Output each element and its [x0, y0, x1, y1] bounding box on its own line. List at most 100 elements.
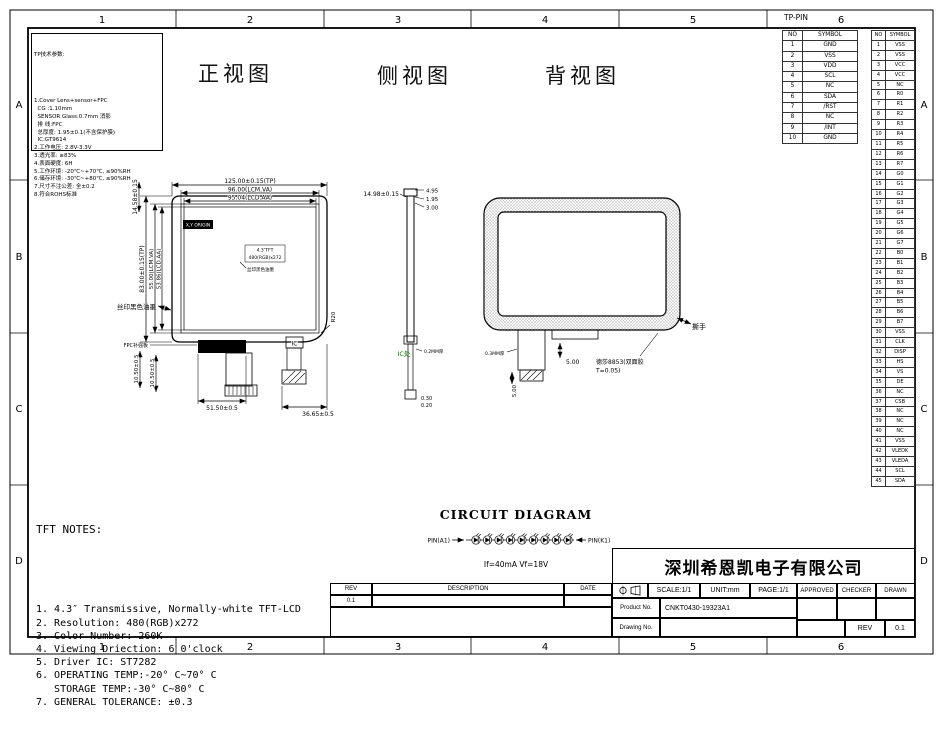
- dim-height-tp: 83.00±0.15(TP): [139, 245, 146, 293]
- lcd-pin-symbol: G2: [885, 188, 915, 200]
- lcd-pin-row: 24 B2: [871, 267, 915, 279]
- lcd-pin-symbol: G7: [885, 238, 915, 249]
- zone-row-label: C: [16, 404, 23, 415]
- back-foam-label: 0.3MM厚: [485, 351, 505, 357]
- tp-pin-row: 6 SDA: [782, 91, 858, 104]
- lcd-pin-row: 16 G2: [871, 188, 915, 200]
- lcd-pin-no: 26: [871, 287, 886, 299]
- lcd-pin-row: 2 VSS: [871, 49, 915, 61]
- lcd-pin-no: 4: [871, 69, 886, 81]
- tp-pin-no: 10: [782, 132, 803, 145]
- back-dim-2: 5.00: [566, 359, 580, 366]
- projection-symbol-icon: [619, 585, 641, 596]
- lcd-pin-row: 22 B0: [871, 247, 915, 259]
- lcd-pin-symbol: R7: [885, 158, 915, 170]
- lcd-pin-symbol: R1: [885, 99, 915, 111]
- tp-pin-row: 8 NC: [782, 112, 858, 124]
- stiffener-label: FPC补强板: [124, 342, 148, 349]
- lcd-pin-row: 28 B6: [871, 307, 915, 319]
- tp-pin-symbol: VSS: [802, 50, 858, 62]
- tp-pin-header-no: NO: [782, 29, 803, 42]
- lcd-pin-symbol: R6: [885, 148, 915, 160]
- unit-cell: UNIT:mm: [700, 583, 750, 598]
- lcd-pin-symbol: SCL: [885, 465, 915, 477]
- tp-notes-box: TP技术参数: 1.Cover Lens+sensor+FPC CG :1.10…: [31, 33, 163, 198]
- lcd-pin-no: 44: [871, 465, 886, 477]
- side-view: 4.95 1.95 3.00 14.98±0.15 IC处 0.2MM厚 0.3…: [363, 188, 445, 410]
- lcd-pin-row: 23 B1: [871, 257, 915, 269]
- lcd-pin-row: 25 B3: [871, 277, 915, 289]
- lcd-pin-symbol: VS: [885, 366, 915, 378]
- lcd-pin-row: 38 NC: [871, 406, 915, 418]
- zone-col-label: 1: [99, 642, 105, 653]
- tp-pin-table: NO SYMBOL 1 GND 2 VSS 3 VDD: [782, 29, 858, 145]
- tft-notes-line: 3. Color Number: 260K: [36, 630, 163, 642]
- lcd-pin-no: 41: [871, 436, 886, 448]
- back-tape-label-2: T=0.05): [595, 368, 620, 375]
- lcd-pin-row: 5 NC: [871, 79, 915, 91]
- drawn-signature-cell: [876, 598, 915, 620]
- lcd-pin-no: 23: [871, 257, 886, 269]
- lcd-pin-no: 20: [871, 228, 886, 240]
- projection-symbol-cell: [612, 583, 648, 598]
- lcd-pin-symbol: G6: [885, 228, 915, 240]
- approved-header: APPROVED: [797, 583, 837, 598]
- lcd-pin-row: 42 VLEDK: [871, 446, 915, 457]
- drawing-no-label: Drawing No.: [612, 618, 660, 637]
- lcd-pin-row: 3 VCC: [871, 59, 915, 71]
- side-tol-2: 0.20: [421, 403, 432, 409]
- lcd-pin-row: 11 R5: [871, 138, 915, 150]
- lcd-pin-symbol: B3: [885, 277, 915, 289]
- lcd-pin-no: 29: [871, 317, 886, 329]
- tp-pin-no: 2: [782, 50, 803, 62]
- lcd-pin-row: 32 DISP: [871, 347, 915, 358]
- side-dim-2: 1.95: [426, 197, 439, 203]
- lcd-pin-no: 27: [871, 297, 886, 309]
- tft-notes-line: 2. Resolution: 480(RGB)x272: [36, 617, 199, 629]
- lcd-pin-header-no: NO: [871, 30, 886, 41]
- lcd-pin-symbol: R5: [885, 138, 915, 150]
- back-view-title: 背视图: [545, 64, 620, 88]
- revtable-description-header: DESCRIPTION: [372, 583, 564, 595]
- tp-pin-row: 3 VDD: [782, 60, 858, 73]
- lcd-pin-row: 10 R4: [871, 129, 915, 140]
- side-foam-label: 0.2MM厚: [424, 349, 444, 355]
- dim-bottom-left-2: 10.50±0.5: [150, 358, 156, 388]
- lcd-pin-row: 13 R7: [871, 158, 915, 170]
- dim-width-va: 96.00(LCM.VA): [228, 187, 272, 194]
- lcd-pin-symbol: G4: [885, 208, 915, 220]
- zone-row-label: B: [16, 252, 23, 263]
- dim-width-aa: 95.04(LCD.AA): [228, 195, 272, 202]
- lcd-pin-no: 22: [871, 247, 886, 259]
- lcd-pin-row: 21 G7: [871, 238, 915, 249]
- tp-notes-line: 2.工作电压: 2.8V-3.3V: [34, 145, 92, 152]
- tp-pin-no: 1: [782, 40, 803, 52]
- lcd-pin-symbol: CSB: [885, 396, 915, 408]
- back-tape-label-1: 德莎8853(双面胶: [596, 358, 644, 366]
- side-dim-1: 4.95: [426, 189, 439, 195]
- lcd-pin-symbol: VLEDA: [885, 455, 915, 467]
- lcd-pin-no: 13: [871, 158, 886, 170]
- rev-spacer-cell: [797, 620, 845, 637]
- tp-pin-no: 3: [782, 60, 803, 73]
- tp-pin-caption: TP-PIN: [784, 13, 808, 22]
- tp-notes-line: 4.表面硬度: 6H: [34, 160, 73, 167]
- tp-pin-no: 6: [782, 91, 803, 104]
- lcd-pin-row: 7 R1: [871, 99, 915, 111]
- zone-col-label: 3: [395, 642, 401, 653]
- checker-header: CHECKER: [837, 583, 876, 598]
- lcd-pin-row: 9 R3: [871, 119, 915, 131]
- tft-notes-title: TFT NOTES:: [36, 523, 103, 537]
- lcd-pin-row: 39 NC: [871, 416, 915, 428]
- lcd-pin-row: 14 G0: [871, 168, 915, 180]
- lcd-pin-symbol: VSS: [885, 327, 915, 339]
- silk-label: 丝印黑色油墨: [117, 302, 157, 311]
- lcd-pin-no: 15: [871, 178, 886, 190]
- lcd-pin-row: 45 SDA: [871, 475, 915, 487]
- lcd-pin-no: 1: [871, 39, 886, 51]
- tp-notes-line: 3.透光率: ≥83%: [34, 152, 77, 159]
- lcd-pin-symbol: DE: [885, 376, 915, 388]
- side-dim-3: 3.00: [426, 206, 439, 212]
- tp-notes-line: IC:GT9614: [34, 137, 67, 144]
- lcd-pin-no: 7: [871, 99, 886, 111]
